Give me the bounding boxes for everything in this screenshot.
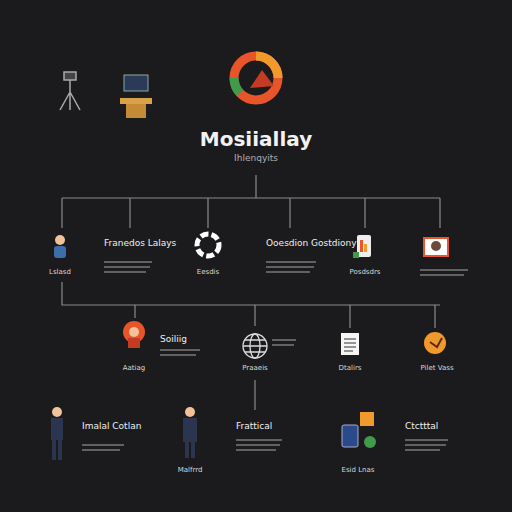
- icon-label: Praaeis: [242, 364, 267, 372]
- icon-label: Posdsdrs: [350, 268, 381, 276]
- person-icon: [123, 321, 145, 348]
- cycle-icon: [197, 234, 219, 256]
- icon-label: Lslasd: [49, 268, 71, 276]
- item-heading: Imalal Cotlan: [82, 421, 141, 431]
- document-icon: [341, 333, 359, 355]
- item-heading: Frattical: [236, 421, 272, 431]
- item-heading: Ctctttal: [405, 421, 438, 431]
- body-text-lines: [82, 262, 468, 450]
- icon-label: Pilet Vass: [420, 364, 453, 372]
- icon-label: Malfrrd: [178, 466, 203, 474]
- photo-icon: [424, 238, 448, 256]
- logo: [234, 56, 278, 100]
- man-icon: [183, 407, 197, 458]
- podium-icon: [120, 75, 152, 118]
- item-heading: Franedos Lalays: [104, 238, 176, 248]
- tree-lines: [62, 175, 440, 410]
- icon-label: Dtalirs: [339, 364, 362, 372]
- item-heading: Ooesdion Gostdiony: [266, 238, 357, 248]
- item-heading: Soiliig: [160, 334, 187, 344]
- devices-icon: [342, 412, 376, 448]
- person-icon: [54, 235, 66, 258]
- man-icon: [51, 407, 63, 460]
- tripod-icon: [60, 72, 80, 110]
- chart-title: Mosiiallay: [200, 128, 312, 151]
- subtitle: Ihlenqyits: [234, 153, 278, 163]
- icon-label: Esid Lnas: [342, 466, 375, 474]
- icon-label: Aatiag: [123, 364, 146, 372]
- globe-icon: [243, 334, 267, 358]
- icon-label: Eesdis: [197, 268, 219, 276]
- play-icon: [424, 332, 446, 354]
